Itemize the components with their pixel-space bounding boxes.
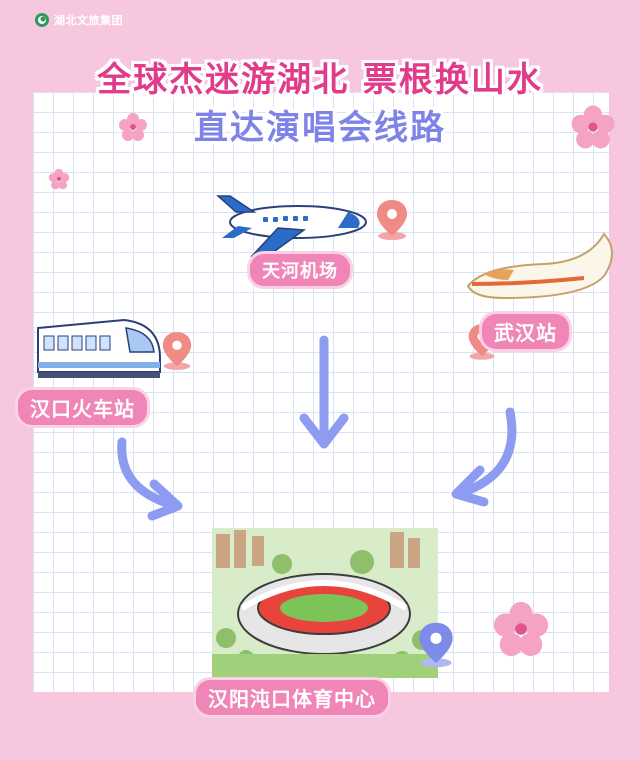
arrow-down-icon: [299, 335, 349, 449]
location-label-venue: 汉阳沌口体育中心: [196, 680, 388, 715]
high-speed-train-icon: [466, 232, 613, 300]
flower-icon: [48, 168, 70, 190]
logo-icon: [35, 13, 49, 27]
flower-icon: [493, 601, 549, 657]
location-label-wuhan: 武汉站: [482, 314, 569, 349]
train-icon: [37, 318, 161, 378]
airplane-icon: [216, 195, 367, 257]
arrow-curve-right-icon: [117, 437, 183, 521]
flower-icon: [571, 105, 615, 149]
location-pin-icon: [377, 200, 407, 240]
stadium-icon: [212, 528, 438, 678]
location-pin-icon: [162, 332, 192, 370]
flower-icon: [119, 113, 147, 141]
page-title: 全球杰迷游湖北 票根换山水: [97, 60, 543, 100]
venue-pin-icon: [419, 622, 453, 668]
arrow-curve-left-icon: [451, 407, 517, 507]
location-label-hankou: 汉口火车站: [18, 390, 147, 425]
logo: 湖北文旅集团: [34, 12, 123, 28]
logo-text: 湖北文旅集团: [54, 14, 123, 27]
location-label-tianhe: 天河机场: [250, 254, 350, 286]
page-subtitle: 直达演唱会线路: [194, 108, 446, 148]
